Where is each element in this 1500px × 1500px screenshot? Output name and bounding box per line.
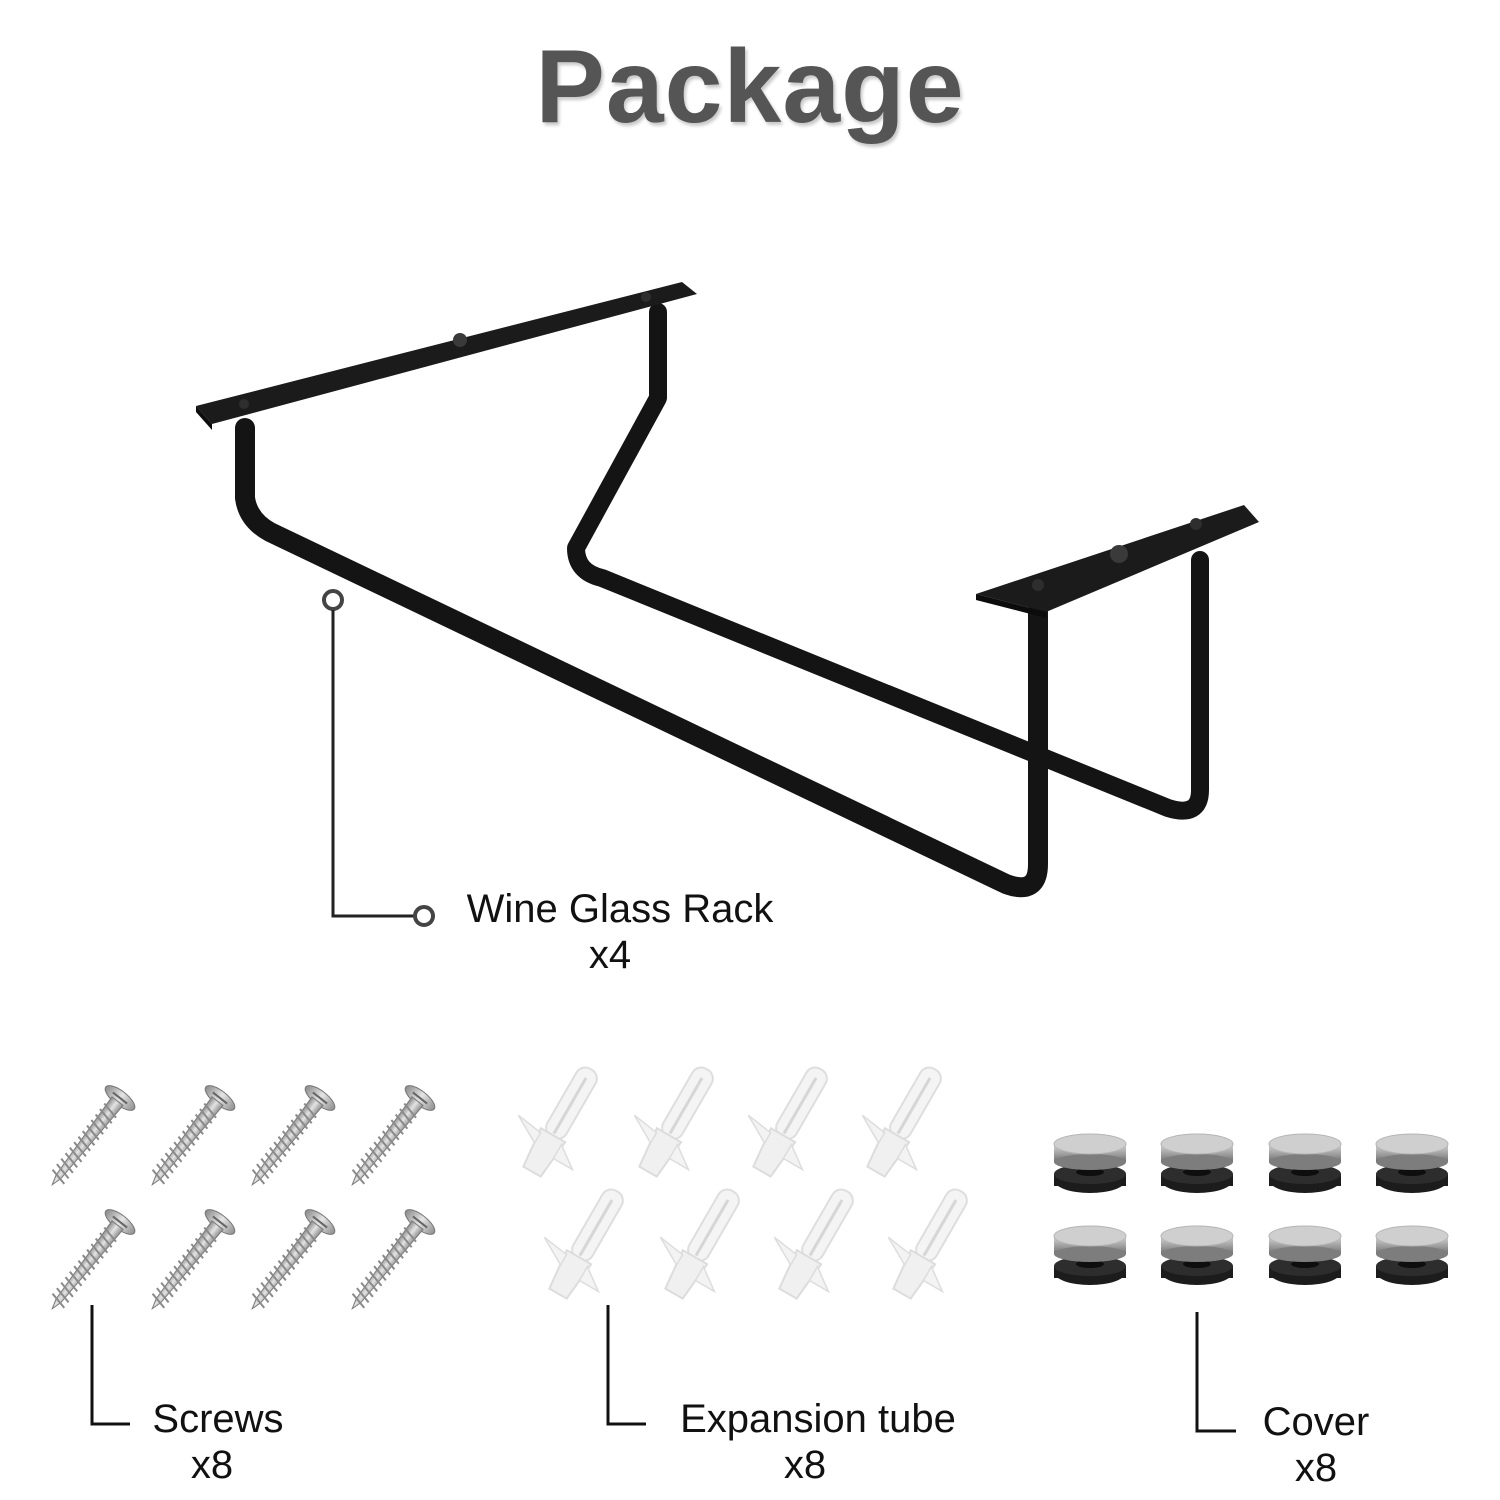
expansion-tube-icon (633, 1066, 714, 1178)
cover-name: Cover (1262, 1400, 1370, 1444)
screws-image (51, 1085, 436, 1311)
wine-glass-rack-image (196, 282, 1259, 898)
covers-image (1053, 1133, 1449, 1285)
cover-icon (1053, 1133, 1127, 1193)
expansion-tube-icon (887, 1188, 968, 1300)
screw-icon (151, 1085, 236, 1187)
expansion-tube-icon (543, 1188, 624, 1300)
expansion-tube-icon (659, 1188, 740, 1300)
expansion-tube-icon (861, 1066, 942, 1178)
screw-icon (251, 1209, 336, 1311)
screw-icon (51, 1209, 136, 1311)
parts-callout-lines (90, 1305, 1236, 1433)
cover-icon (1160, 1133, 1234, 1193)
screw-icon (51, 1085, 136, 1187)
expansion-tube-icon (747, 1066, 828, 1178)
screws-label: Screws x8 (128, 1396, 308, 1488)
expansion-tube-name: Expansion tube (680, 1397, 956, 1441)
rack-callout-line (322, 589, 435, 927)
cover-icon (1375, 1133, 1449, 1193)
expansion-tube-icon (773, 1188, 854, 1300)
expansion-tube-label: Expansion tube x8 (658, 1396, 978, 1488)
expansion-tube-icon (517, 1066, 598, 1178)
cover-icon (1268, 1225, 1342, 1285)
screws-qty: x8 (190, 1443, 234, 1487)
cover-qty: x8 (1294, 1446, 1338, 1490)
expansion-tubes-image (517, 1066, 968, 1300)
screw-icon (351, 1085, 436, 1187)
cover-icon (1160, 1225, 1234, 1285)
cover-icon (1053, 1225, 1127, 1285)
screws-name: Screws (152, 1397, 284, 1441)
rack-label: Wine Glass Rack x4 (440, 886, 800, 978)
screw-icon (151, 1209, 236, 1311)
rack-name: Wine Glass Rack (466, 887, 774, 931)
screw-icon (251, 1085, 336, 1187)
page-title: Package (535, 29, 965, 145)
cover-icon (1268, 1133, 1342, 1193)
screw-icon (351, 1209, 436, 1311)
cover-icon (1375, 1225, 1449, 1285)
rack-qty: x4 (588, 933, 632, 977)
cover-label: Cover x8 (1236, 1399, 1396, 1491)
expansion-tube-qty: x8 (783, 1443, 827, 1487)
